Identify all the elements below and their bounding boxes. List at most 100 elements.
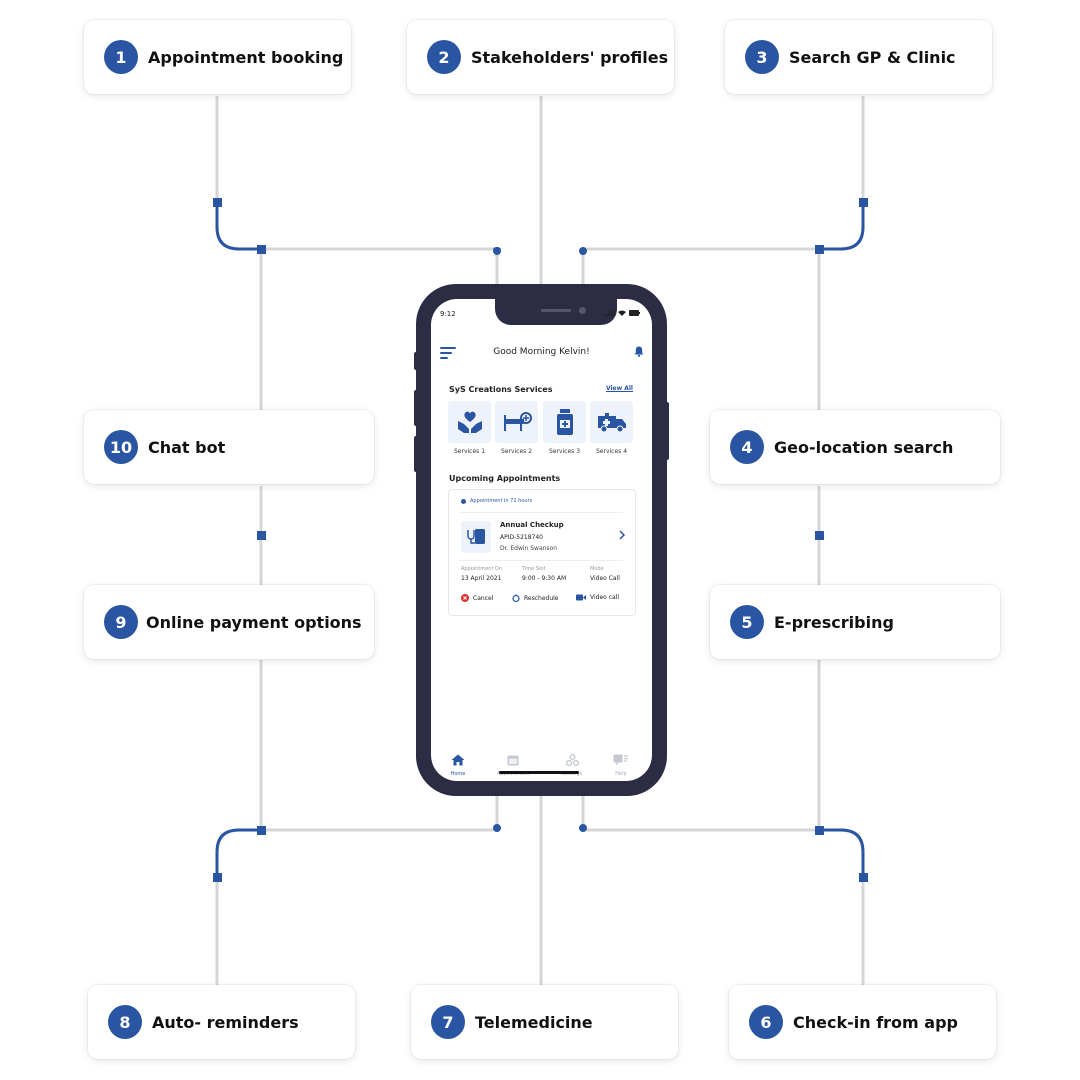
phone-power-button — [664, 402, 669, 460]
feature-number-badge: 8 — [108, 1005, 142, 1039]
feature-online-payment-options: 9 Online payment options — [84, 585, 374, 659]
service-item-2[interactable]: Services 2 — [495, 401, 538, 455]
mode-label: Mode — [590, 566, 604, 572]
feature-telemedicine: 7 Telemedicine — [411, 985, 678, 1059]
feature-check-in-from-app: 6 Check-in from app — [729, 985, 996, 1059]
status-icons — [605, 310, 640, 316]
feature-number-badge: 1 — [104, 40, 138, 74]
settings-icon — [565, 753, 579, 767]
nav-appointment[interactable]: Appointment — [493, 751, 533, 777]
nav-home[interactable]: Home — [438, 751, 478, 777]
services-title: SyS Creations Services — [449, 385, 553, 394]
feature-label: Chat bot — [148, 437, 226, 457]
app-header: Good Morning Kelvin! — [431, 343, 652, 363]
feature-geo-location-search: 4 Geo-location search — [710, 410, 1000, 484]
feature-number-badge: 2 — [427, 40, 461, 74]
video-call-button[interactable]: Video call — [576, 594, 619, 601]
calendar-icon — [507, 755, 519, 766]
nav-settings[interactable]: Settings — [552, 751, 592, 777]
phone-mockup: 9:12 Good Morning Kelvin! SyS Creations … — [414, 284, 669, 796]
feature-number-badge: 5 — [730, 605, 764, 639]
feature-label: Telemedicine — [475, 1012, 593, 1032]
feature-e-prescribing: 5 E-prescribing — [710, 585, 1000, 659]
reschedule-label: Reschedule — [524, 594, 559, 602]
service-caption: Services 4 — [595, 448, 628, 455]
video-camera-icon — [576, 594, 586, 601]
service-caption: Services 2 — [500, 448, 533, 455]
feature-auto-reminders: 8 Auto- reminders — [88, 985, 355, 1059]
date-label: Appointment On — [461, 566, 503, 572]
feature-stakeholders-profiles: 2 Stakeholders' profiles — [407, 20, 674, 94]
cancel-icon — [461, 594, 469, 602]
feature-number-badge: 7 — [431, 1005, 465, 1039]
divider — [459, 512, 623, 513]
service-item-1[interactable]: Services 1 — [448, 401, 491, 455]
feature-number-badge: 3 — [745, 40, 779, 74]
phone-side-button — [414, 352, 419, 370]
reschedule-button[interactable]: Reschedule — [512, 594, 558, 602]
feature-label: Geo-location search — [774, 437, 954, 457]
feature-label: E-prescribing — [774, 612, 894, 632]
feature-label: Appointment booking — [148, 47, 344, 67]
feature-label: Check-in from app — [793, 1012, 958, 1032]
nav-label: Help — [615, 771, 627, 777]
service-tile — [590, 401, 633, 443]
phone-notch — [495, 299, 617, 325]
cancel-button[interactable]: Cancel — [461, 594, 493, 602]
cancel-label: Cancel — [473, 594, 494, 602]
help-icon — [613, 754, 628, 766]
feature-label: Stakeholders' profiles — [471, 47, 669, 67]
view-all-link[interactable]: View All — [605, 385, 633, 392]
feature-label: Online payment options — [146, 612, 362, 632]
status-dot — [461, 498, 466, 504]
hospital-bed-icon — [503, 412, 532, 431]
appointment-id: APID-5218740 — [500, 534, 543, 541]
feature-label: Search GP & Clinic — [789, 47, 956, 67]
service-tile — [495, 401, 538, 443]
service-item-4[interactable]: Services 4 — [590, 401, 633, 455]
nav-label: Settings — [561, 771, 583, 777]
upcoming-appointments-title: Upcoming Appointments — [449, 474, 561, 483]
phone-volume-up-button — [414, 390, 419, 426]
wifi-icon — [618, 310, 626, 316]
date-value: 13 April 2021 — [461, 575, 502, 582]
nav-label: Appointment — [496, 771, 530, 777]
video-call-label: Video call — [590, 594, 620, 601]
reschedule-icon — [512, 594, 520, 602]
appointment-title: Annual Checkup — [500, 521, 564, 529]
home-icon — [451, 754, 465, 766]
feature-number-badge: 6 — [749, 1005, 783, 1039]
appointment-card[interactable]: Appointment in 72 hours Annual Checkup A… — [448, 489, 636, 616]
chevron-right-icon[interactable] — [619, 530, 625, 540]
nav-help[interactable]: Help — [601, 751, 641, 777]
time-slot-label: Time Slot — [522, 566, 546, 572]
feature-search-gp-clinic: 3 Search GP & Clinic — [725, 20, 992, 94]
speaker-grille — [541, 309, 571, 312]
greeting-text: Good Morning Kelvin! — [493, 347, 590, 357]
phone-screen: 9:12 Good Morning Kelvin! SyS Creations … — [431, 299, 652, 781]
service-tile — [543, 401, 586, 443]
feature-number-badge: 10 — [104, 430, 138, 464]
appointment-countdown-text: Appointment in 72 hours — [470, 498, 533, 504]
doctor-name: Dr. Edwin Swanson — [500, 545, 558, 552]
signal-icon — [605, 310, 615, 316]
home-indicator — [499, 771, 579, 774]
stethoscope-icon — [461, 521, 491, 553]
service-caption: Services 3 — [548, 448, 581, 455]
mode-value: Video Call — [590, 575, 620, 582]
bottom-navigation: Home Appointment Settings Help — [431, 751, 652, 781]
heart-hands-icon — [457, 411, 482, 433]
feature-number-badge: 9 — [104, 605, 138, 639]
hamburger-menu-icon[interactable] — [440, 347, 456, 359]
appointment-countdown: Appointment in 72 hours — [461, 498, 532, 504]
feature-label: Auto- reminders — [152, 1012, 299, 1032]
time-slot-value: 9:00 - 9:30 AM — [522, 575, 567, 582]
service-caption: Services 1 — [453, 448, 486, 455]
front-camera — [579, 307, 586, 314]
bell-icon[interactable] — [634, 346, 644, 357]
divider — [459, 560, 623, 561]
service-item-3[interactable]: Services 3 — [543, 401, 586, 455]
feature-number-badge: 4 — [730, 430, 764, 464]
nav-label: Home — [450, 771, 466, 777]
